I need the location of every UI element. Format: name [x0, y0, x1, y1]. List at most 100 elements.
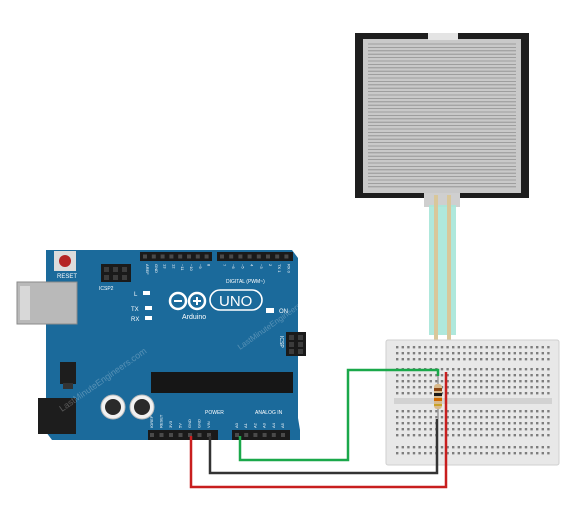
header-pin[interactable] — [197, 433, 202, 437]
header-pin[interactable] — [169, 254, 174, 259]
header-pin[interactable] — [160, 254, 165, 259]
header-pin[interactable] — [178, 433, 183, 437]
breadboard-hole — [547, 428, 550, 431]
header-pin[interactable] — [266, 254, 270, 259]
pin-label: ~11 — [180, 264, 185, 271]
breadboard-hole — [401, 428, 404, 431]
breadboard-hole — [502, 428, 505, 431]
breadboard-hole — [468, 346, 472, 349]
header-pin[interactable] — [178, 254, 183, 259]
breadboard-hole — [446, 428, 449, 431]
breadboard-hole — [407, 352, 410, 355]
header-pin[interactable] — [204, 254, 209, 259]
header-pin[interactable] — [281, 433, 285, 437]
header-pin[interactable] — [238, 254, 243, 259]
breadboard-hole — [541, 452, 544, 455]
breadboard-hole — [474, 434, 477, 437]
signal-wire-a0 — [238, 368, 440, 462]
header-pin[interactable] — [143, 254, 147, 259]
breadboard-hole — [396, 428, 399, 431]
breadboard-hole — [508, 446, 511, 449]
breadboard-hole — [513, 422, 516, 425]
breadboard-hole — [435, 352, 438, 355]
reset-button-cap[interactable] — [59, 255, 71, 267]
breadboard-hole — [463, 346, 466, 349]
breadboard-hole — [457, 358, 460, 361]
breadboard-hole — [401, 358, 404, 361]
header-pin[interactable] — [195, 254, 200, 259]
pin-label: RESET — [159, 414, 164, 428]
breadboard-hole — [513, 346, 516, 349]
breadboard-hole — [508, 392, 511, 395]
header-pin[interactable] — [275, 254, 280, 259]
breadboard-hole — [536, 422, 539, 425]
breadboard-hole — [401, 434, 404, 437]
breadboard-hole — [474, 392, 477, 395]
breadboard-hole — [496, 422, 500, 425]
pin-label: 7 — [222, 264, 227, 267]
breadboard-hole — [530, 358, 533, 361]
breadboard-hole — [429, 446, 432, 449]
breadboard-hole — [401, 346, 404, 349]
breadboard-hole — [446, 452, 449, 455]
breadboard — [385, 339, 560, 466]
breadboard-hole — [530, 452, 533, 455]
l-led-label: L — [134, 292, 138, 298]
header-pin[interactable] — [150, 433, 154, 437]
header-pin[interactable] — [256, 254, 261, 259]
header-pin[interactable] — [247, 254, 252, 259]
header-pin[interactable] — [235, 433, 239, 437]
header-pin[interactable] — [271, 433, 276, 437]
breadboard-hole — [435, 380, 438, 383]
breadboard-hole — [530, 380, 533, 383]
breadboard-hole — [412, 374, 416, 377]
breadboard-hole — [491, 368, 494, 371]
breadboard-hole — [468, 422, 472, 425]
breadboard-hole — [530, 434, 533, 437]
breadboard-hole — [480, 410, 483, 413]
header-pin[interactable] — [229, 254, 234, 259]
breadboard-hole — [480, 422, 483, 425]
breadboard-hole — [530, 346, 533, 349]
pin-label: AREF — [145, 264, 150, 275]
breadboard-hole — [412, 352, 416, 355]
breadboard-hole — [508, 422, 511, 425]
breadboard-hole — [519, 386, 522, 389]
header-pin[interactable] — [169, 433, 173, 437]
breadboard-hole — [474, 352, 477, 355]
breadboard-hole — [480, 358, 483, 361]
breadboard-hole — [429, 410, 432, 413]
breadboard-hole — [524, 392, 528, 395]
breadboard-hole — [424, 386, 427, 389]
breadboard-hole — [480, 368, 483, 371]
breadboard-hole — [418, 392, 421, 395]
breadboard-hole — [524, 368, 528, 371]
tx-led — [145, 306, 152, 310]
header-pin[interactable] — [262, 433, 267, 437]
header-pin[interactable] — [220, 254, 224, 259]
breadboard-hole — [418, 380, 421, 383]
header-pin[interactable] — [159, 433, 164, 437]
header-pin[interactable] — [188, 433, 192, 437]
breadboard-hole — [463, 380, 466, 383]
breadboard-hole — [407, 358, 410, 361]
breadboard-hole — [424, 428, 427, 431]
breadboard-hole — [412, 416, 416, 419]
header-pin[interactable] — [284, 254, 289, 259]
breadboard-hole — [524, 416, 528, 419]
header-pin[interactable] — [244, 433, 249, 437]
header-pin[interactable] — [207, 433, 211, 437]
header-pin[interactable] — [253, 433, 258, 437]
header-pin[interactable] — [187, 254, 191, 259]
breadboard-hole — [513, 368, 516, 371]
breadboard-hole — [485, 392, 488, 395]
breadboard-hole — [457, 374, 460, 377]
breadboard-hole — [536, 374, 539, 377]
breadboard-hole — [463, 434, 466, 437]
header-pin[interactable] — [151, 254, 156, 259]
capacitor-2-top — [134, 399, 150, 415]
breadboard-hole — [418, 422, 421, 425]
icsp2-header — [101, 264, 131, 282]
breadboard-hole — [502, 452, 505, 455]
breadboard-hole — [547, 392, 550, 395]
